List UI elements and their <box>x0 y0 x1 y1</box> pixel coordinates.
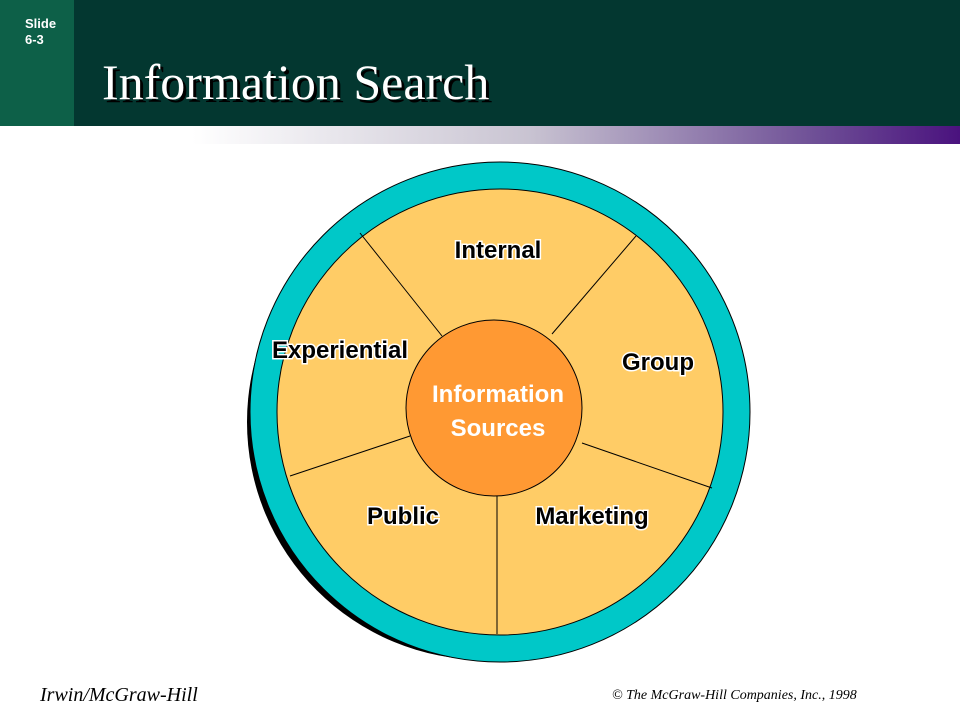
segment-label-public: Public <box>367 503 439 530</box>
slide-title: Information Search <box>102 54 490 110</box>
divider-group-marketing <box>581 442 713 489</box>
divider-internal-group <box>551 235 637 335</box>
center-circle <box>405 319 583 497</box>
divider-public-experiential <box>289 435 411 477</box>
segment-label-experiential: Experiential <box>272 337 408 364</box>
title-bar <box>0 0 960 126</box>
divider-experiential-internal <box>359 232 443 337</box>
segment-label-internal: Internal <box>455 237 542 264</box>
segment-label-marketing: Marketing <box>535 503 648 530</box>
footer-copyright: © The McGraw-Hill Companies, Inc., 1998 <box>612 688 857 703</box>
center-label-line2: Sources <box>451 415 546 442</box>
segment-label-group: Group <box>622 349 694 376</box>
footer-publisher: Irwin/McGraw-Hill <box>40 684 198 706</box>
slide-number-tab: Slide 6-3 <box>0 0 74 126</box>
center-label-line1: Information <box>432 381 564 408</box>
slide-number: Slide 6-3 <box>25 16 57 47</box>
title-underline-gradient <box>0 126 960 144</box>
